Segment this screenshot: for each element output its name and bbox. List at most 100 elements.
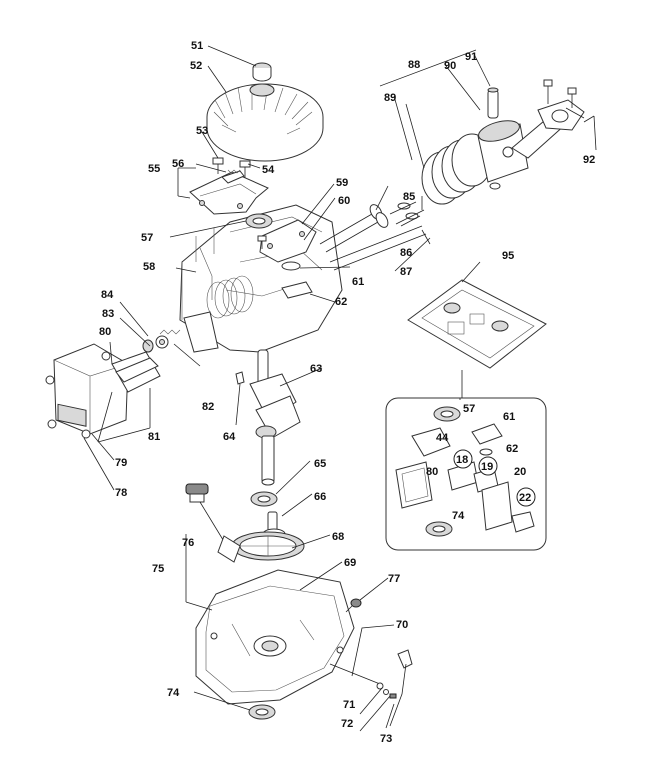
label-76: 76 <box>182 537 194 549</box>
kit-label-61: 61 <box>503 411 515 423</box>
spring-56 <box>227 169 241 174</box>
label-74: 74 <box>167 687 180 699</box>
push-rods <box>329 225 427 271</box>
crankshaft <box>249 349 301 486</box>
kit-label-22: 22 <box>519 492 531 504</box>
label-54: 54 <box>262 164 275 176</box>
crankcase-sump <box>195 569 355 705</box>
breather-cover-59 <box>259 219 317 263</box>
label-72: 72 <box>341 718 353 730</box>
label-62: 62 <box>335 296 347 308</box>
circlip <box>489 182 501 190</box>
cover-bolts <box>45 351 111 439</box>
kit-oring-62 <box>479 448 493 456</box>
kit-gasket-61 <box>471 423 503 445</box>
label-71: 71 <box>343 699 355 711</box>
label-56: 56 <box>172 158 184 170</box>
rocker-parts-82 <box>155 335 169 349</box>
reed-valve-62 <box>281 281 313 299</box>
key-64 <box>235 371 245 385</box>
label-85: 85 <box>403 191 415 203</box>
kit-gasket-44 <box>411 427 451 457</box>
label-92: 92 <box>583 154 595 166</box>
flywheel-nut <box>252 62 272 82</box>
dipstick <box>185 483 241 563</box>
label-51: 51 <box>191 40 203 52</box>
label-66: 66 <box>314 491 326 503</box>
label-83: 83 <box>102 308 114 320</box>
bolt-77 <box>345 598 362 613</box>
kit-label-80: 80 <box>426 466 438 478</box>
piston <box>477 120 529 183</box>
flywheel <box>206 83 324 162</box>
kit-labels: 57 61 44 62 18 19 20 80 22 74 <box>426 403 536 522</box>
label-70: 70 <box>396 619 408 631</box>
label-87: 87 <box>400 266 412 278</box>
seal-74 <box>248 704 276 720</box>
kit-seal-57 <box>433 406 461 422</box>
kit-gasket-20 <box>481 481 513 531</box>
group-brackets <box>97 49 597 611</box>
label-64: 64 <box>223 431 236 443</box>
label-90: 90 <box>444 60 456 72</box>
label-79: 79 <box>115 457 127 469</box>
leader-lines <box>83 45 585 732</box>
piston-pin <box>487 87 499 119</box>
spring-83 <box>142 339 154 353</box>
gasket-kit-bag <box>407 279 547 369</box>
label-77: 77 <box>388 573 400 585</box>
kit-label-57: 57 <box>463 403 475 415</box>
label-63: 63 <box>310 363 322 375</box>
bolt-54 <box>239 160 251 178</box>
camshaft <box>231 511 305 561</box>
kit-gasket-22 <box>511 511 535 533</box>
kit-seal-74 <box>425 521 453 537</box>
label-82: 82 <box>202 401 214 413</box>
label-80: 80 <box>99 326 111 338</box>
label-91: 91 <box>465 51 477 63</box>
label-53: 53 <box>196 125 208 137</box>
label-55: 55 <box>148 163 160 175</box>
label-73: 73 <box>380 733 392 745</box>
label-65: 65 <box>314 458 326 470</box>
label-86: 86 <box>400 247 412 259</box>
label-84: 84 <box>101 289 114 301</box>
seal-57 <box>245 213 273 229</box>
part-labels: 51 52 53 54 55 56 57 58 59 60 61 62 63 6… <box>99 40 595 745</box>
governor-shaft-parts <box>329 663 397 699</box>
bolt-53 <box>212 157 224 174</box>
kit-label-62: 62 <box>506 443 518 455</box>
kit-circle-22 <box>516 487 536 507</box>
label-68: 68 <box>332 531 344 543</box>
governor-lever-70 <box>389 649 413 727</box>
connecting-rod <box>511 99 585 159</box>
spring-84 <box>159 329 181 335</box>
label-75: 75 <box>152 563 164 575</box>
screw-60 <box>257 235 267 249</box>
label-88: 88 <box>408 59 420 71</box>
label-81: 81 <box>148 431 160 443</box>
label-69: 69 <box>344 557 356 569</box>
label-78: 78 <box>115 487 127 499</box>
kit-label-44: 44 <box>436 432 449 444</box>
valve-cover-80 <box>53 343 129 435</box>
rod-bolts <box>543 79 577 108</box>
label-95: 95 <box>502 250 514 262</box>
kit-label-74: 74 <box>452 510 465 522</box>
kit-circle-18 <box>453 449 473 469</box>
kit-label-18: 18 <box>456 454 468 466</box>
kit-circle-19 <box>478 456 498 476</box>
intake-exhaust-valves <box>319 204 389 253</box>
gasket-61 <box>281 261 301 271</box>
label-52: 52 <box>190 60 202 72</box>
seal-65 <box>250 491 278 507</box>
label-89: 89 <box>384 92 396 104</box>
label-57: 57 <box>141 232 153 244</box>
kit-label-19: 19 <box>481 461 493 473</box>
label-60: 60 <box>338 195 350 207</box>
label-58: 58 <box>143 261 155 273</box>
ignition-module <box>189 170 269 215</box>
label-59: 59 <box>336 177 348 189</box>
